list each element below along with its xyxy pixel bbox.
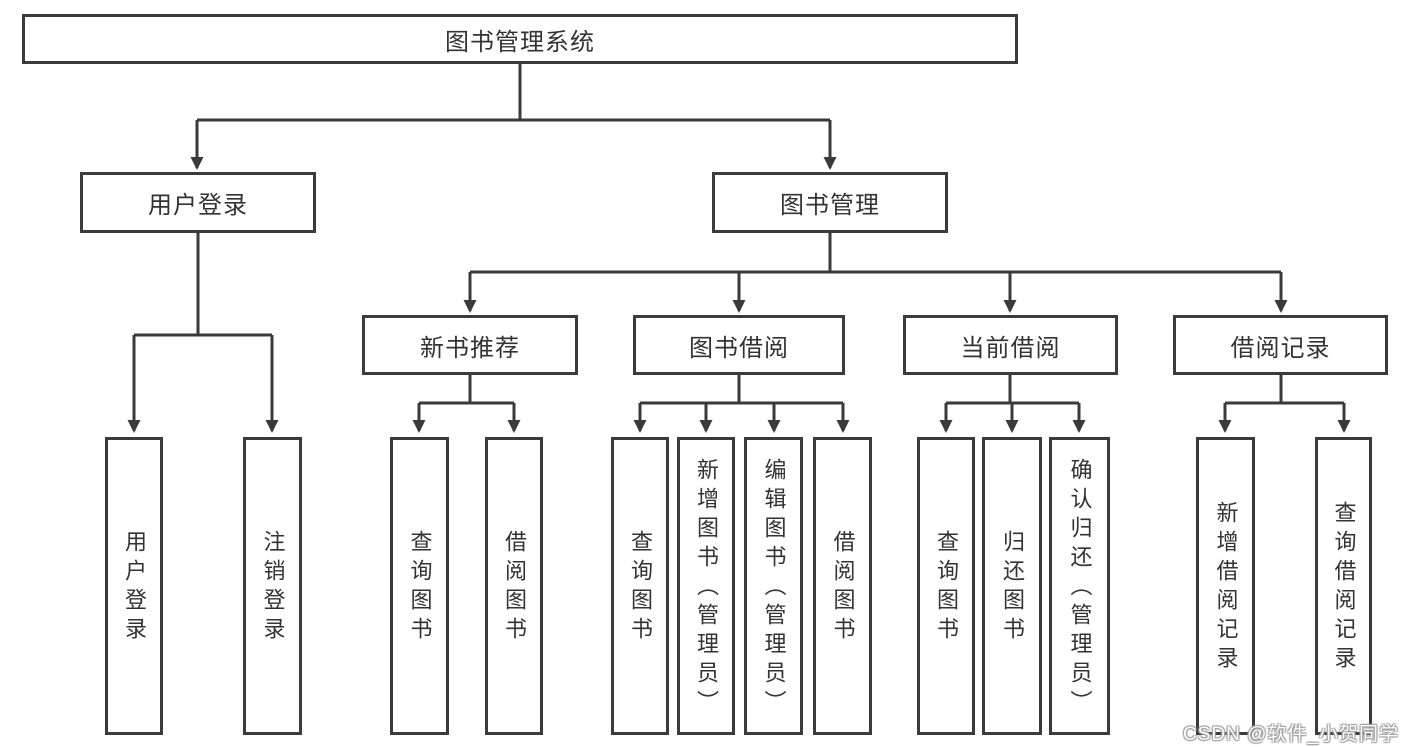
leaf-query-books-recommend: 查询图书 — [390, 437, 449, 735]
node-book-borrow: 图书借阅 — [633, 315, 845, 375]
leaf-logout: 注销登录 — [243, 437, 302, 735]
node-new-book-recommend: 新书推荐 — [362, 315, 578, 375]
leaf-query-books-borrow: 查询图书 — [611, 437, 669, 735]
leaf-add-borrow-record: 新增借阅记录 — [1196, 437, 1255, 735]
leaf-user-login: 用户登录 — [105, 437, 163, 735]
node-root: 图书管理系统 — [22, 14, 1018, 64]
node-borrow-records: 借阅记录 — [1173, 315, 1388, 375]
leaf-confirm-return-admin: 确认归还（管理员） — [1049, 437, 1110, 735]
leaf-borrow-books: 借阅图书 — [813, 437, 872, 735]
leaf-query-books-current: 查询图书 — [917, 437, 975, 735]
node-book-management: 图书管理 — [712, 172, 948, 233]
node-current-borrow: 当前借阅 — [903, 315, 1118, 375]
leaf-add-books-admin: 新增图书（管理员） — [677, 437, 735, 735]
leaf-edit-books-admin: 编辑图书（管理员） — [744, 437, 803, 735]
node-user-login: 用户登录 — [80, 172, 316, 233]
leaf-query-borrow-record: 查询借阅记录 — [1315, 437, 1372, 735]
leaf-return-books: 归还图书 — [982, 437, 1042, 735]
csdn-watermark: CSDN @软件_小贺同学 — [1183, 724, 1399, 745]
leaf-borrow-books-recommend: 借阅图书 — [485, 437, 543, 735]
